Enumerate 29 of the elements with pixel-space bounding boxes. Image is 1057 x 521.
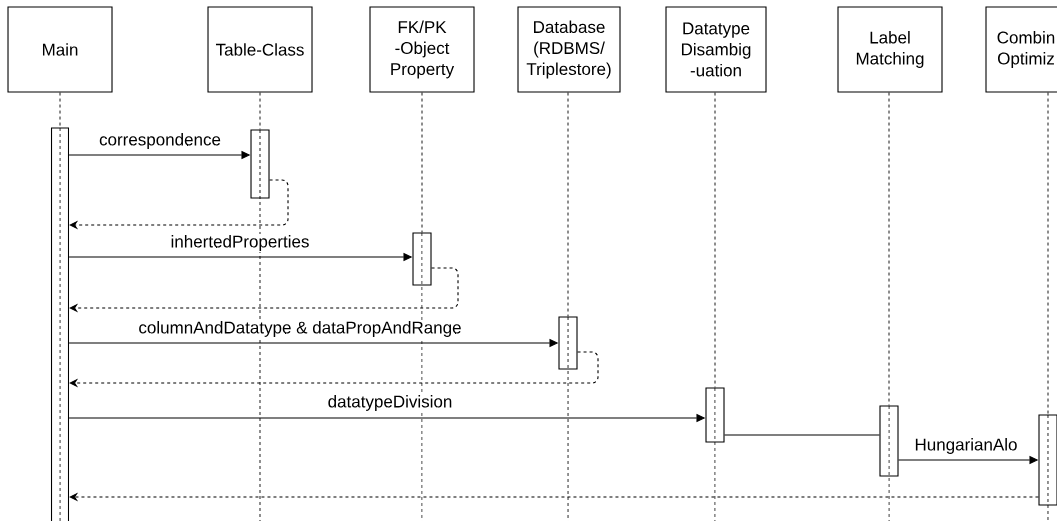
activation-bar [50, 127, 70, 521]
message-label: correspondence [98, 132, 222, 150]
participant-box: Datatype Disambig -uation [665, 6, 767, 93]
activation-bar [412, 232, 432, 286]
participant-box: FK/PK -Object Property [369, 6, 475, 93]
return-arrow [69, 179, 289, 230]
message-label: datatypeDivision [326, 394, 454, 412]
lifeline [421, 92, 423, 233]
activation-bar [1038, 414, 1057, 506]
participant-box: Combin Optimiz [985, 6, 1057, 93]
lifeline [59, 92, 61, 128]
participant-box: Main [7, 6, 113, 93]
return-arrow [69, 351, 599, 388]
return-arrow [69, 267, 459, 313]
message-label: columnAndDatatype & dataPropAndRange [137, 320, 463, 338]
lifeline [714, 92, 716, 388]
message-label: HungarianAlo [913, 437, 1019, 455]
activation-bar [705, 387, 725, 443]
message-label: inhertedProperties [169, 234, 311, 252]
activation-bar [879, 405, 899, 477]
activation-bar [250, 129, 270, 199]
participant-box: Database (RDBMS/ Triplestore) [517, 6, 621, 93]
participant-box: Table-Class [207, 6, 313, 93]
lifeline [567, 92, 569, 317]
participant-box: Label Matching [837, 6, 943, 93]
lifeline [888, 92, 890, 406]
lifeline [1047, 92, 1049, 415]
activation-bar [558, 316, 578, 370]
lifeline [259, 92, 261, 130]
